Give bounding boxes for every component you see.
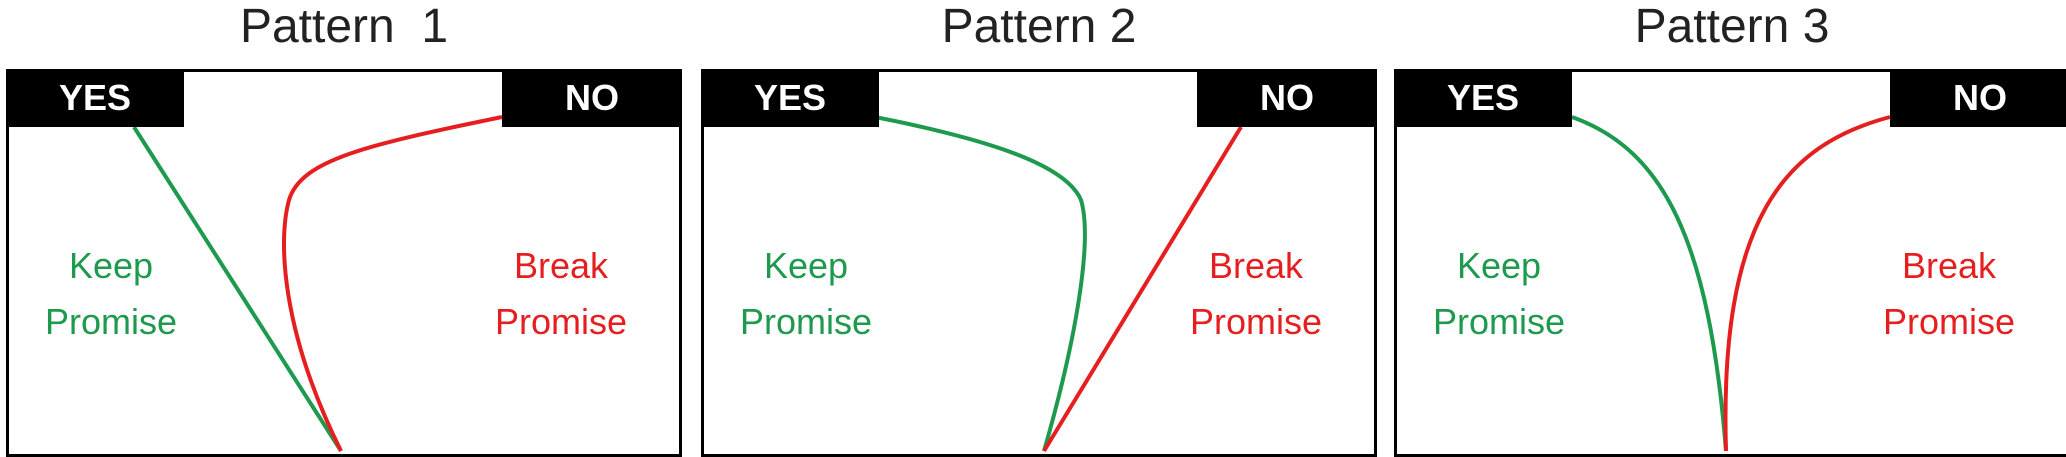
promise-word: Promise — [44, 301, 178, 342]
keep-promise-trajectory — [1571, 115, 1728, 452]
no-tag: NO — [1890, 69, 2066, 127]
keep-promise-label: Keep Promise — [11, 238, 211, 350]
panel-title: Pattern 3 — [1634, 0, 1830, 53]
promise-word: Promise — [1189, 301, 1323, 342]
no-tag: NO — [502, 69, 682, 127]
keep-word: Keep — [68, 245, 154, 286]
yes-tag: YES — [6, 69, 184, 127]
pattern-1-panel: Pattern 1 YES NO Keep Promise Break Prom… — [6, 0, 682, 457]
promise-word: Promise — [1882, 301, 2016, 342]
break-word: Break — [513, 245, 609, 286]
pattern-2-panel: Pattern 2 YES NO Keep Promise Break Prom… — [701, 0, 1377, 457]
panel-title: Pattern 2 — [941, 0, 1137, 53]
yes-tag: YES — [1394, 69, 1572, 127]
break-promise-label: Break Promise — [461, 238, 661, 350]
break-promise-label: Break Promise — [1156, 238, 1356, 350]
break-word: Break — [1901, 245, 1997, 286]
keep-promise-trajectory — [132, 125, 343, 453]
promise-word: Promise — [739, 301, 873, 342]
keep-word: Keep — [763, 245, 849, 286]
break-promise-trajectory — [1723, 115, 1891, 452]
trajectory-diagram — [874, 115, 1243, 453]
no-tag: NO — [1197, 69, 1377, 127]
trajectory-diagram — [132, 115, 503, 453]
keep-promise-label: Keep Promise — [1399, 238, 1599, 350]
promise-word: Promise — [1432, 301, 1566, 342]
break-promise-trajectory — [282, 115, 503, 452]
pattern-3-panel: Pattern 3 YES NO Keep Promise Break Prom… — [1394, 0, 2066, 457]
keep-promise-label: Keep Promise — [706, 238, 906, 350]
promise-word: Promise — [494, 301, 628, 342]
break-word: Break — [1208, 245, 1304, 286]
panel-title: Pattern 1 — [239, 0, 449, 53]
break-promise-label: Break Promise — [1849, 238, 2049, 350]
keep-promise-trajectory — [874, 115, 1087, 452]
yes-tag: YES — [701, 69, 879, 127]
break-promise-trajectory — [1042, 125, 1243, 453]
trajectory-diagram — [1571, 115, 1891, 452]
keep-word: Keep — [1456, 245, 1542, 286]
